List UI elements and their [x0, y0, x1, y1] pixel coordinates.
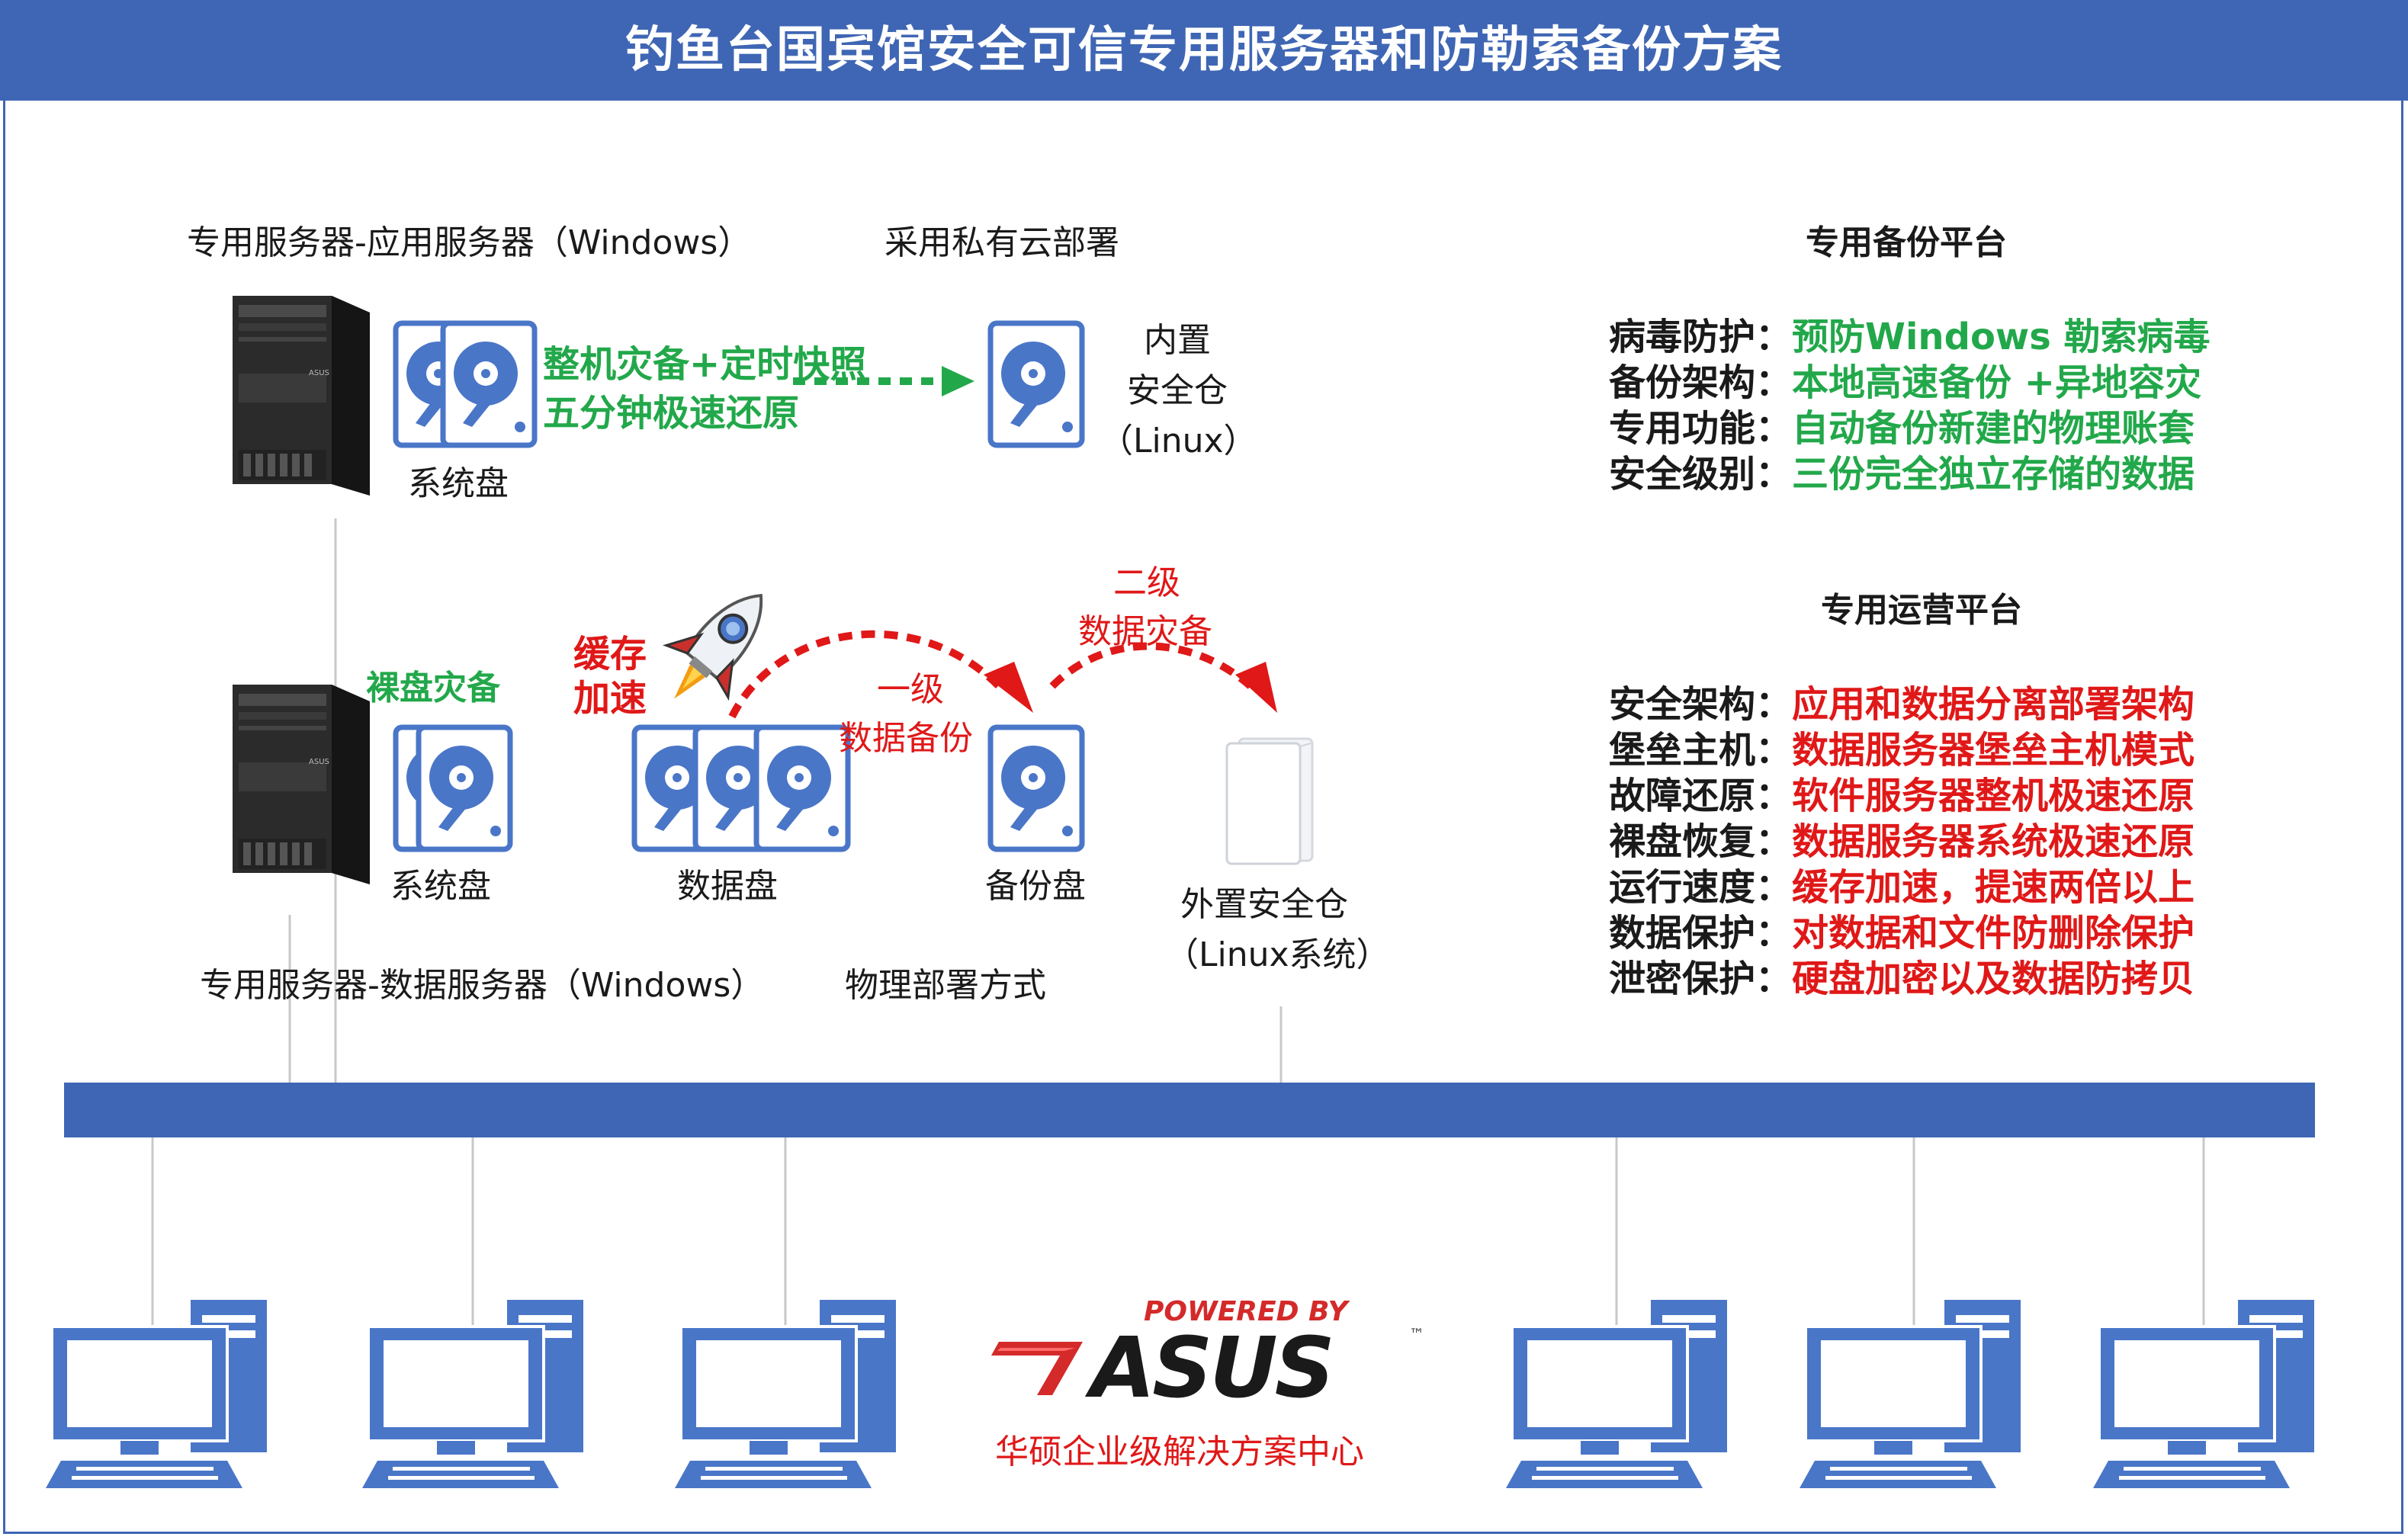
svg-text:ASUS: ASUS — [309, 758, 329, 766]
rocket-icon — [663, 593, 763, 701]
level1-arrow-head — [984, 662, 1033, 713]
ops-feature-value: 缓存加速，提速两倍以上 — [1792, 866, 2195, 909]
level2-arrow-head — [1235, 662, 1277, 713]
backup-feature-row: 专用功能：自动备份新建的物理账套 — [1609, 398, 2194, 451]
ops-feature-value: 软件服务器整机极速还原 — [1792, 775, 2195, 817]
ops-feature-value: 数据服务器堡垒主机模式 — [1792, 729, 2195, 772]
backup-feature-row: 备份架构：本地高速备份 +异地容灾 — [1609, 352, 2201, 406]
data-disk-icon — [631, 724, 851, 852]
backup-feature-value: 预防Windows 勒索病毒 — [1792, 316, 2211, 358]
client-pc-icon — [362, 1300, 583, 1488]
backup-feature-value: 本地高速备份 +异地容灾 — [1792, 361, 2201, 404]
app-flow-arrow — [793, 366, 974, 396]
client-pc-icon — [675, 1300, 896, 1488]
backup-platform-heading: 专用备份平台 — [1806, 223, 2007, 262]
app-sys-disk-label: 系统盘 — [408, 464, 509, 503]
app-vault-line2: 安全仓 — [1127, 371, 1228, 410]
ext-vault-line1: 外置安全仓 — [1180, 885, 1348, 924]
title-bar: 钓鱼台国宾馆安全可信专用服务器和防勒索备份方案 — [0, 0, 2408, 101]
asus-logo-icon — [991, 1342, 1083, 1395]
app-flow-line2: 五分钟极速还原 — [543, 392, 800, 435]
data-server-label: 专用服务器-数据服务器（Windows） — [200, 966, 765, 1005]
app-vault-line1: 内置 — [1144, 321, 1211, 360]
ops-feature-row: 泄密保护：硬盘加密以及数据防拷贝 — [1609, 948, 2194, 1002]
backup-feature-row: 安全级别：三份完全独立存储的数据 — [1609, 444, 2194, 497]
bare-disk-label: 裸盘灾备 — [366, 669, 500, 707]
client-pc-icon — [46, 1300, 267, 1488]
backup-feature-key: 专用功能： — [1609, 407, 1793, 450]
ops-feature-value: 对数据和文件防删除保护 — [1792, 912, 2195, 954]
backup-feature-row: 病毒防护：预防Windows 勒索病毒 — [1609, 306, 2211, 360]
client-pc-icon — [1800, 1300, 2021, 1488]
ops-feature-key: 故障还原： — [1609, 775, 1793, 817]
ext-vault-line2: （Linux系统） — [1165, 935, 1390, 974]
ops-feature-row: 故障还原：软件服务器整机极速还原 — [1609, 765, 2194, 819]
app-flow-line1: 整机灾备+定时快照 — [543, 343, 867, 386]
level1-arrow-path — [728, 630, 1002, 719]
trademark-symbol: ™ — [1409, 1325, 1424, 1343]
cache-line2: 加速 — [573, 677, 647, 720]
solution-center-name: 华硕企业级解决方案中心 — [995, 1433, 1364, 1471]
content-frame — [3, 101, 2403, 1534]
app-server-label: 专用服务器-应用服务器（Windows） — [187, 223, 752, 262]
app-vault-line3: （Linux） — [1100, 422, 1257, 460]
backup-feature-value: 三份完全独立存储的数据 — [1792, 453, 2195, 496]
app-sys-disk-icon — [393, 320, 538, 448]
ops-feature-key: 数据保护： — [1609, 912, 1793, 954]
backup-feature-key: 病毒防护： — [1609, 316, 1793, 358]
backup-feature-key: 备份架构： — [1609, 361, 1793, 404]
backup-feature-key: 安全级别： — [1609, 453, 1793, 496]
data-server-deploy: 物理部署方式 — [845, 966, 1046, 1005]
page-title: 钓鱼台国宾馆安全可信专用服务器和防勒索备份方案 — [625, 22, 1783, 79]
level1-line2: 数据备份 — [839, 719, 973, 758]
backup-disk-icon — [987, 724, 1085, 852]
ops-feature-row: 裸盘恢复：数据服务器系统极速还原 — [1609, 811, 2194, 865]
app-vault-disk-icon — [987, 320, 1085, 448]
level2-line2: 数据灾备 — [1078, 612, 1212, 651]
ops-feature-value: 硬盘加密以及数据防拷贝 — [1792, 958, 2195, 1000]
app-server-tower-icon: ASUS — [233, 296, 370, 496]
level2-arrow-path — [1049, 642, 1254, 689]
backup-feature-value: 自动备份新建的物理账套 — [1792, 407, 2195, 450]
backup-disk-label: 备份盘 — [985, 867, 1086, 906]
ops-feature-row: 数据保护：对数据和文件防删除保护 — [1609, 903, 2194, 956]
ops-feature-value: 应用和数据分离部署架构 — [1792, 683, 2195, 726]
external-vault-icon — [1225, 737, 1314, 865]
asus-wordmark: ASUS — [1090, 1319, 1335, 1416]
client-pc-icon — [2093, 1300, 2314, 1488]
app-server-deploy: 采用私有云部署 — [885, 223, 1119, 262]
ops-feature-key: 裸盘恢复： — [1609, 820, 1793, 863]
client-pc-icon — [1506, 1300, 1727, 1488]
ops-feature-row: 安全架构：应用和数据分离部署架构 — [1609, 674, 2194, 727]
data-sys-disk-icon — [393, 724, 513, 852]
data-sys-disk-label: 系统盘 — [390, 867, 491, 906]
ops-feature-key: 泄密保护： — [1609, 958, 1793, 1000]
ops-feature-key: 堡垒主机： — [1609, 729, 1793, 772]
data-disk-label: 数据盘 — [677, 867, 778, 906]
ops-feature-row: 运行速度：缓存加速，提速两倍以上 — [1609, 857, 2194, 910]
network-bus — [64, 1083, 2315, 1137]
ops-feature-key: 运行速度： — [1609, 866, 1793, 909]
ops-feature-key: 安全架构： — [1609, 683, 1793, 726]
level2-line1: 二级 — [1113, 563, 1180, 602]
powered-by-text: POWERED BY — [1144, 1296, 1348, 1327]
ops-feature-value: 数据服务器系统极速还原 — [1792, 820, 2195, 863]
level1-line1: 一级 — [877, 670, 944, 709]
cache-line1: 缓存 — [573, 633, 647, 675]
svg-text:ASUS: ASUS — [309, 369, 329, 377]
ops-platform-heading: 专用运营平台 — [1821, 591, 2022, 630]
ops-feature-row: 堡垒主机：数据服务器堡垒主机模式 — [1609, 720, 2194, 773]
data-server-tower-icon: ASUS — [233, 685, 370, 884]
